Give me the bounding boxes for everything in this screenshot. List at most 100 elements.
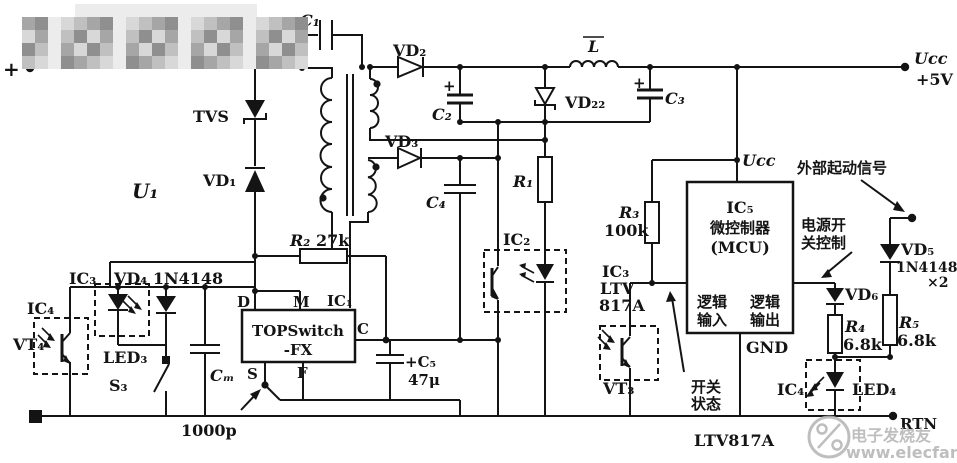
light-arrow-icon bbox=[810, 383, 818, 391]
c3-plus: + bbox=[633, 74, 646, 92]
ic2-optocoupler: IC₂ bbox=[483, 230, 567, 313]
power-switch-label-2: 关控制 bbox=[801, 234, 846, 252]
vd22-label: VD₂₂ bbox=[564, 93, 605, 112]
vd5-diode: VD₅ 1N4148 ×2 bbox=[880, 240, 957, 291]
cm-label: Cₘ bbox=[210, 366, 234, 385]
watermark-url: www.elecfans.com bbox=[846, 443, 957, 462]
light-arrow-icon bbox=[603, 342, 611, 350]
mcu-ucc-label: Ucc bbox=[742, 151, 776, 170]
light-arrow-icon bbox=[519, 263, 526, 269]
topswitch-name-2: -FX bbox=[284, 341, 313, 359]
topswitch-ic: TOPSwitch -FX D M IC₁ C S F bbox=[237, 292, 369, 411]
switch-state-annotation: 开关 状态 bbox=[666, 291, 721, 413]
mcu-subtitle: (MCU) bbox=[710, 238, 770, 257]
c2-plus: + bbox=[443, 77, 456, 95]
ic3-right-label-1: IC₃ bbox=[602, 262, 629, 281]
ucc-output-label: Ucc bbox=[914, 49, 948, 68]
r5-label: R₅ bbox=[898, 313, 919, 332]
r3-value: 100k bbox=[604, 221, 649, 240]
vd22-zener: VD₂₂ bbox=[534, 87, 605, 112]
light-arrow-icon bbox=[519, 272, 526, 278]
r4-label: R₄ bbox=[844, 317, 865, 336]
polarity-dot-secondary-top bbox=[373, 80, 381, 88]
tvs-label: TVS bbox=[193, 107, 229, 126]
polarity-dot-secondary-bias bbox=[372, 163, 380, 171]
ic3-left-label: IC₃ bbox=[69, 269, 96, 288]
vd5-part: 1N4148 bbox=[896, 260, 957, 276]
r2-label: R₂ bbox=[289, 231, 310, 250]
core-lines bbox=[346, 74, 354, 216]
power-switch-label-1: 电源开 bbox=[801, 216, 846, 234]
r1-label: R₁ bbox=[512, 172, 533, 191]
mcu-name: 微控制器 bbox=[709, 219, 771, 237]
c3-capacitor: + C₃ bbox=[633, 74, 685, 108]
annotation-arrow-icon bbox=[666, 291, 676, 302]
r1-resistor: R₁ bbox=[512, 156, 553, 203]
r3-resistor: R₃ 100k bbox=[604, 201, 660, 244]
c2-capacitor: + C₂ bbox=[432, 77, 473, 124]
r5-value: 6.8k bbox=[897, 331, 937, 350]
ic4-vt4-optocoupler: IC₄ VT₄ bbox=[12, 299, 89, 375]
r5-resistor: R₅ 6.8k bbox=[882, 294, 937, 350]
vd1-diode: VD₁ bbox=[202, 167, 265, 192]
mcu-logic-out-1: 逻辑 bbox=[750, 293, 780, 311]
censored-region bbox=[22, 4, 308, 69]
transformer bbox=[319, 74, 381, 216]
c2-label: C₂ bbox=[432, 105, 452, 124]
vd5-label: VD₅ bbox=[900, 240, 934, 259]
vt3-phototransistor: VT₃ bbox=[597, 325, 659, 398]
elecfans-logo-icon bbox=[807, 415, 851, 459]
c4-label: C₄ bbox=[426, 193, 446, 212]
watermark-brand: 电子发烧友 bbox=[851, 426, 932, 445]
led3: LED₃ bbox=[94, 283, 150, 367]
ic3-right-label-3: 817A bbox=[599, 296, 645, 315]
light-arrow-icon bbox=[128, 306, 136, 314]
vt3-label: VT₃ bbox=[602, 379, 634, 398]
s3-switch: S₃ bbox=[109, 356, 170, 395]
power-switch-annotation: 电源开 关控制 bbox=[801, 216, 853, 278]
polarity-dot-primary bbox=[319, 194, 327, 202]
vd5-qty: ×2 bbox=[927, 275, 948, 291]
pin-s-label: S bbox=[247, 365, 258, 383]
c5-value: 47μ bbox=[408, 371, 440, 389]
vd3-diode: VD₃ bbox=[384, 132, 423, 170]
rtn-label: RTN bbox=[900, 415, 937, 433]
ic3-right-label-2: LTV bbox=[600, 279, 635, 298]
external-start-terminal bbox=[907, 213, 917, 223]
led3-label: LED₃ bbox=[103, 348, 147, 367]
input-plus-label: + bbox=[3, 57, 20, 81]
pin-f-label: F bbox=[297, 364, 308, 382]
topswitch-name-1: TOPSwitch bbox=[252, 322, 344, 340]
tvs-diode: TVS bbox=[193, 100, 267, 126]
pin-c-label: C bbox=[357, 320, 369, 338]
ic4-right-label: IC₄ bbox=[777, 380, 804, 399]
junction-dots bbox=[115, 64, 893, 389]
ic4-left-label: IC₄ bbox=[27, 299, 54, 318]
rtn-terminal: RTN bbox=[888, 411, 937, 433]
output-terminal: Ucc +5V bbox=[900, 49, 954, 89]
ic2-label: IC₂ bbox=[503, 230, 530, 249]
c5-label: +C₅ bbox=[405, 353, 436, 371]
output-inductor: L bbox=[569, 36, 619, 68]
cm-value: 1000p bbox=[181, 421, 237, 440]
vt4-label: VT₄ bbox=[12, 335, 44, 354]
mcu-ref: IC₅ bbox=[726, 198, 753, 217]
u1-label: U₁ bbox=[132, 179, 158, 203]
c4-capacitor: C₄ bbox=[426, 184, 476, 212]
primary-winding bbox=[319, 77, 333, 213]
vd6-label: VD₆ bbox=[844, 285, 878, 304]
vd6-diode: VD₆ bbox=[826, 285, 878, 305]
vd4-diode bbox=[156, 296, 176, 314]
switch-state-label-1: 开关 bbox=[691, 378, 721, 396]
light-arrow-icon bbox=[47, 333, 55, 341]
ground-terminal bbox=[29, 410, 42, 423]
c5-capacitor: +C₅ 47μ bbox=[376, 353, 440, 389]
vd2-diode: VD₂ bbox=[392, 41, 426, 79]
r3-label: R₃ bbox=[618, 203, 639, 222]
plus5v-label: +5V bbox=[916, 70, 954, 89]
r4-resistor: R₄ 6.8k bbox=[827, 314, 883, 354]
c3-label: C₃ bbox=[665, 89, 685, 108]
r2-resistor: R₂ 27k bbox=[289, 231, 350, 264]
watermark: 电子发烧友 www.elecfans.com bbox=[807, 415, 957, 462]
